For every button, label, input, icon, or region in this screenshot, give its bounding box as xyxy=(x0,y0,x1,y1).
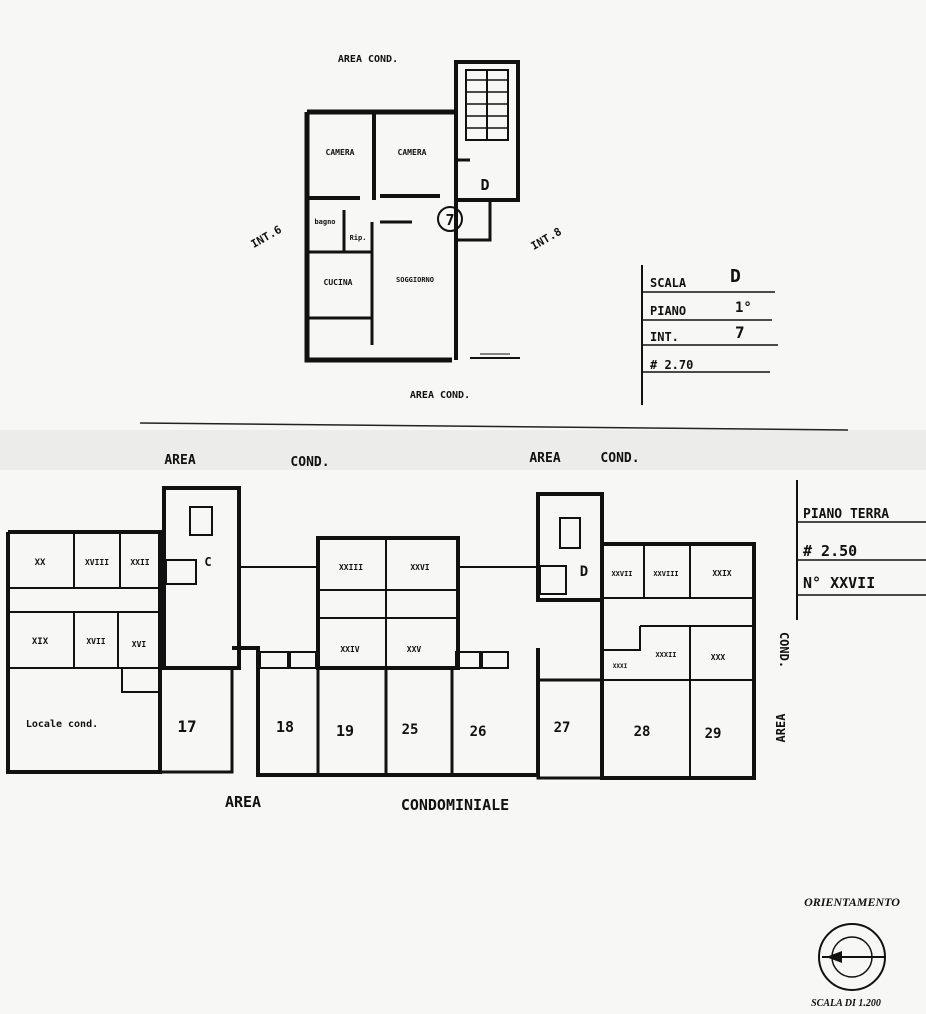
cellar-label: XXXII xyxy=(655,651,676,659)
unit-number: 7 xyxy=(445,211,454,229)
info-height: # 2.70 xyxy=(650,358,693,372)
ground-area-top-left-1: AREA xyxy=(164,453,195,468)
garage-number: 28 xyxy=(634,724,651,740)
cellar-label: XX xyxy=(35,558,46,568)
section-divider xyxy=(139,422,849,431)
ground-count: N° XXVII xyxy=(803,574,875,592)
cellar-label: XXX xyxy=(711,653,726,662)
info-scala-label: SCALA xyxy=(650,276,687,290)
info-scala-value: D xyxy=(730,266,741,287)
ground-area-top-right-2: COND. xyxy=(600,451,639,466)
ground-area-right-1: COND. xyxy=(777,632,791,668)
cellar-label: XXV xyxy=(407,645,422,654)
ground-info-box xyxy=(796,480,926,620)
left-wing xyxy=(6,530,162,774)
upper-bottom-area-label: AREA COND. xyxy=(410,390,470,401)
ground-area-top-left-2: COND. xyxy=(290,455,329,470)
ground-area-bottom-1: AREA xyxy=(225,793,261,811)
cellar-label: XXIII xyxy=(339,563,363,572)
ground-area-right-2: AREA xyxy=(774,713,788,743)
info-int-label: INT. xyxy=(650,330,679,344)
cellar-label: XXII xyxy=(130,558,149,567)
upper-top-area-label: AREA COND. xyxy=(338,54,398,65)
room-cucina: CUCINA xyxy=(324,278,353,287)
scale-label: SCALA DI 1.200 xyxy=(811,998,881,1009)
ground-title: PIANO TERRA xyxy=(803,507,889,522)
garage-number: 17 xyxy=(177,717,196,736)
ground-floor-plan xyxy=(6,486,756,780)
cellar-label: XXIV xyxy=(340,645,359,654)
garage-number: 27 xyxy=(554,720,571,736)
garage-number: 19 xyxy=(336,722,354,740)
right-unit-label: INT.8 xyxy=(529,225,564,253)
info-int-value: 7 xyxy=(735,323,745,342)
unit-number-circle xyxy=(437,206,463,232)
garage-number: 18 xyxy=(276,718,294,736)
upper-stair-letter: D xyxy=(480,176,489,194)
info-piano-value: 1° xyxy=(735,300,752,316)
garage-number: 26 xyxy=(470,724,487,740)
left-unit-label: INT.6 xyxy=(249,223,285,251)
ground-height: # 2.50 xyxy=(803,542,857,560)
compass-outer-ring xyxy=(818,923,886,991)
info-piano-label: PIANO xyxy=(650,304,686,318)
central-block xyxy=(316,536,460,670)
garage-17-outline xyxy=(158,666,234,774)
cellar-label: XVII xyxy=(86,637,105,646)
upper-floor-plan xyxy=(304,60,520,363)
upper-landing xyxy=(456,198,492,242)
cellar-label: XIX xyxy=(32,637,49,647)
room-camera-left: CAMERA xyxy=(326,148,355,157)
cellar-label: XVI xyxy=(132,640,147,649)
upper-info-box xyxy=(641,265,778,405)
left-stair-tower xyxy=(162,486,241,670)
ground-area-top-right-1: AREA xyxy=(529,451,560,466)
room-camera-right: CAMERA xyxy=(398,148,427,157)
cellar-label: XXVI xyxy=(410,563,429,572)
garage-number: 29 xyxy=(705,726,722,742)
right-stair-letter: D xyxy=(580,564,588,580)
room-bagno: bagno xyxy=(314,218,335,226)
room-soggiorno: SOGGIORNO xyxy=(396,276,434,284)
cellar-label: XXIX xyxy=(712,569,731,578)
left-stair-letter: C xyxy=(204,555,211,569)
cellar-label: XVIII xyxy=(85,558,109,567)
right-wing xyxy=(600,542,756,780)
compass-arrow-icon xyxy=(826,951,842,963)
room-rip: Rip. xyxy=(350,234,367,242)
shading-band xyxy=(0,430,926,470)
cellar-label: XXXI xyxy=(613,663,628,670)
local-cond-label: Locale cond. xyxy=(26,719,98,730)
upper-outer-wall xyxy=(304,112,452,363)
cellar-label: XXVIII xyxy=(653,570,678,578)
cellar-label: XXVII xyxy=(611,570,632,578)
garage-number: 25 xyxy=(402,722,419,738)
orientation-label: ORIENTAMENTO xyxy=(804,895,900,909)
ground-area-bottom-2: CONDOMINIALE xyxy=(401,796,509,814)
